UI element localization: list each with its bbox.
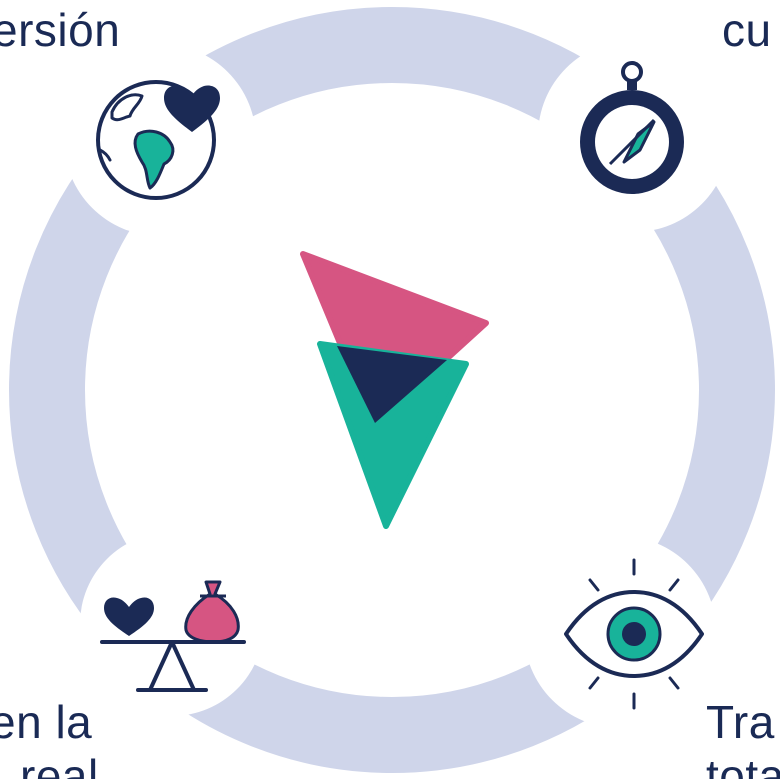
label-bottom-right-line2: tota <box>706 750 780 779</box>
balance-heart-moneybag-icon <box>100 580 246 692</box>
eye-icon <box>564 558 704 710</box>
node-bottom-left <box>80 532 264 716</box>
node-bottom-right <box>524 536 716 728</box>
label-bottom-left-line2: real <box>20 750 99 779</box>
cycle-ring <box>9 7 775 773</box>
globe-heart-icon <box>96 80 220 200</box>
triangle-logo-icon <box>300 251 489 529</box>
logo-navy-overlap <box>337 346 447 423</box>
node-top-left <box>64 44 256 236</box>
label-top-left: ersión <box>0 4 121 56</box>
label-bottom-right-line1: Tra <box>706 696 775 748</box>
label-bottom-left-line1: en la <box>0 696 93 748</box>
label-top-right: cu <box>722 4 772 56</box>
node-top-right <box>538 40 730 232</box>
compass-icon <box>580 61 684 194</box>
